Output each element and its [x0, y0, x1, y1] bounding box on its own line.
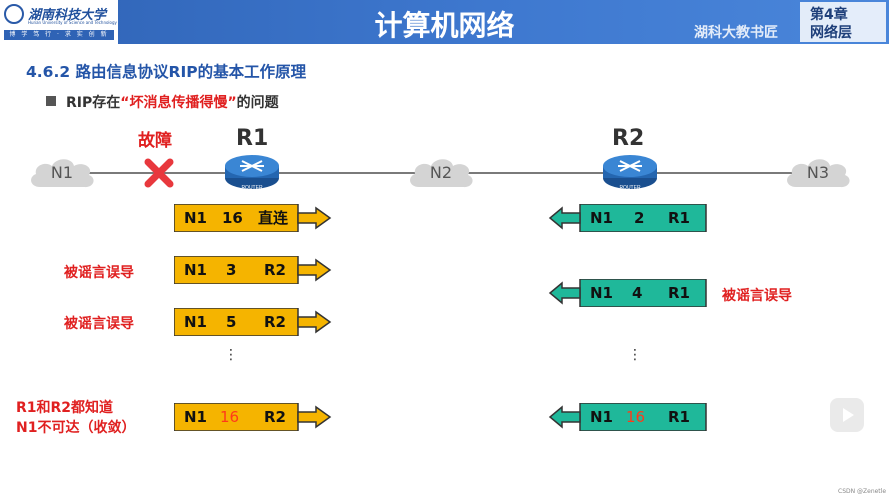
network-label: N3 — [806, 163, 830, 182]
packet-distance-highlight: 16 — [220, 408, 240, 426]
chapter-name: 网络层 — [810, 25, 852, 41]
problem-statement: RIP存在“坏消息传播得慢”的问题 — [66, 92, 279, 112]
r2-update-packet-3: N1 16 R1 — [548, 403, 708, 431]
router-r1: ROUTER — [222, 152, 282, 192]
logo-english-name: Hunan University of Science and Technolo… — [28, 20, 117, 25]
left-arrow-icon — [548, 204, 707, 232]
seal-icon — [4, 4, 24, 24]
logo-name: 湖南科技大学 — [28, 8, 107, 23]
r1-update-packet-4: N1 16 R2 — [174, 403, 334, 431]
left-arrow-icon — [548, 279, 707, 307]
misled-label-r1-2: 被谣言误导 — [64, 316, 134, 332]
cloud-icon — [787, 159, 850, 188]
packet-network: N1 — [590, 408, 613, 426]
fault-label: 故障 — [138, 131, 172, 151]
cloud-icon — [31, 159, 94, 188]
fault-cross-icon — [144, 158, 174, 188]
packet-next-hop: R2 — [264, 408, 286, 426]
packet-next-hop: R1 — [668, 408, 690, 426]
university-logo: 湖南科技大学 Hunan University of Science and T… — [0, 0, 118, 44]
misled-label-r1-1: 被谣言误导 — [64, 265, 134, 281]
network-cloud-n2: N2 — [405, 151, 477, 195]
convergence-line-1: R1和R2都知道 — [16, 400, 114, 416]
packet-next-hop: R2 — [264, 313, 286, 331]
network-label: N2 — [429, 163, 453, 182]
chapter-number: 第4章 — [810, 7, 848, 23]
packet-network: N1 — [590, 284, 613, 302]
packet-distance: 3 — [226, 261, 237, 279]
problem-highlight: 坏消息传播得慢 — [129, 95, 228, 111]
packet-network: N1 — [184, 408, 207, 426]
network-cloud-n1: N1 — [26, 151, 98, 195]
watermark: 湖科大教书匠 — [694, 25, 778, 41]
router-r2: ROUTER — [600, 152, 660, 192]
r1-update-packet-1: N1 16 直连 — [174, 204, 334, 232]
footer-credit: CSDN @Zenetle — [838, 488, 887, 495]
right-arrow-icon — [174, 308, 332, 336]
convergence-line-2: N1不可达（收敛） — [16, 420, 136, 436]
packet-distance: 2 — [634, 209, 645, 227]
right-arrow-icon — [174, 256, 332, 284]
problem-suffix: 的问题 — [236, 95, 279, 111]
packet-network: N1 — [184, 209, 207, 227]
bullet-square-icon — [46, 96, 56, 106]
packet-next-hop: R1 — [668, 209, 690, 227]
network-cloud-n3: N3 — [782, 151, 854, 195]
r2-update-packet-1: N1 2 R1 — [548, 204, 708, 232]
ellipsis-r1: ⋮ — [224, 347, 238, 363]
packet-network: N1 — [184, 261, 207, 279]
right-arrow-icon — [174, 403, 332, 431]
packet-next-hop: 直连 — [258, 209, 289, 227]
packet-network: N1 — [184, 313, 207, 331]
header-bar: 湖南科技大学 Hunan University of Science and T… — [0, 0, 889, 44]
packet-distance: 16 — [222, 209, 243, 227]
r1-update-packet-3: N1 5 R2 — [174, 308, 334, 336]
packet-distance-highlight: 16 — [626, 408, 646, 426]
router-icon: ROUTER — [225, 155, 279, 191]
problem-quote-close: ” — [227, 95, 237, 111]
router-badge-r1: ROUTER — [241, 185, 263, 191]
course-title: 计算机网络 — [374, 9, 515, 42]
packet-distance: 4 — [632, 284, 643, 302]
router-icon: ROUTER — [603, 155, 657, 191]
chapter-badge: 第4章 网络层 — [800, 2, 886, 42]
packet-next-hop: R1 — [668, 284, 690, 302]
problem-quote-open: “ — [120, 95, 130, 111]
right-arrow-icon — [174, 204, 332, 232]
logo-motto: 博 学 笃 行 · 求 实 创 新 — [4, 30, 114, 40]
cloud-icon — [410, 159, 473, 188]
r1-update-packet-2: N1 3 R2 — [174, 256, 334, 284]
play-icon — [843, 408, 854, 422]
packet-network: N1 — [590, 209, 613, 227]
misled-label-r2: 被谣言误导 — [722, 288, 792, 304]
ellipsis-r2: ⋮ — [628, 347, 642, 363]
convergence-note: R1和R2都知道 N1不可达（收敛） — [16, 398, 135, 438]
packet-distance: 5 — [226, 313, 237, 331]
network-label: N1 — [50, 163, 74, 182]
packet-next-hop: R2 — [264, 261, 286, 279]
router-name-r1: R1 — [236, 126, 269, 151]
r2-update-packet-2: N1 4 R1 — [548, 279, 708, 307]
section-title: 4.6.2 路由信息协议RIP的基本工作原理 — [26, 63, 307, 81]
video-play-button[interactable] — [830, 398, 864, 432]
left-arrow-icon — [548, 403, 707, 431]
router-name-r2: R2 — [612, 126, 645, 151]
problem-prefix: RIP存在 — [66, 95, 121, 111]
router-badge-r2: ROUTER — [619, 185, 641, 191]
